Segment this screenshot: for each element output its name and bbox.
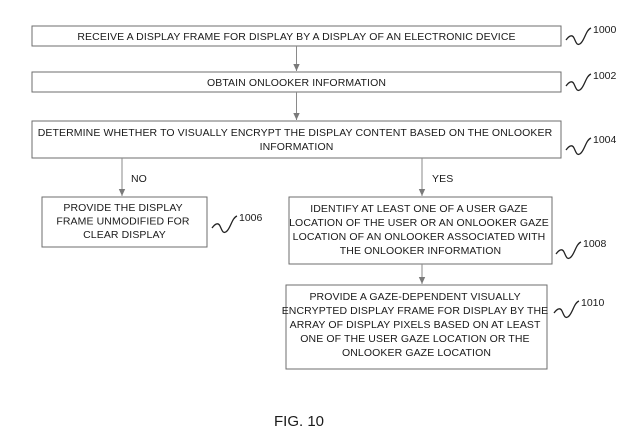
- ref-1000-leader: [565, 27, 592, 46]
- ref-1008: 1008: [555, 238, 607, 260]
- branch-no-label: NO: [131, 173, 147, 185]
- ref-1008-label: 1008: [583, 238, 607, 250]
- ref-1000-label: 1000: [593, 24, 617, 36]
- ref-1006-label: 1006: [239, 212, 263, 224]
- ref-1010-label: 1010: [581, 297, 605, 309]
- ref-1008-leader: [555, 241, 582, 260]
- ref-1006-leader: [211, 215, 238, 234]
- step-1002-text: OBTAIN ONLOOKER INFORMATION: [207, 77, 386, 89]
- ref-1004-leader: [565, 137, 592, 156]
- step-1010-box: [285, 284, 548, 370]
- branch-yes-label: YES: [432, 173, 453, 185]
- figure-label: FIG. 10: [274, 413, 324, 430]
- ref-1002-leader: [565, 73, 592, 92]
- ref-1010-leader: [553, 300, 580, 319]
- ref-1006: 1006: [211, 212, 263, 234]
- step-1006-box: [41, 196, 208, 248]
- ref-1010: 1010: [553, 297, 605, 319]
- step-1008-box: [288, 196, 553, 265]
- ref-1004-label: 1004: [593, 134, 617, 146]
- step-1006-text: PROVIDE THE DISPLAY FRAME UNMODIFIED FOR…: [56, 202, 192, 241]
- ref-1000: 1000: [565, 24, 617, 46]
- step-1004-text: DETERMINE WHETHER TO VISUALLY ENCRYPT TH…: [38, 127, 556, 153]
- step-1010: PROVIDE A GAZE-DEPENDENT VISUALLY ENCRYP…: [282, 284, 552, 370]
- step-1006: PROVIDE THE DISPLAY FRAME UNMODIFIED FOR…: [41, 196, 208, 248]
- step-1004-box: [31, 120, 562, 159]
- step-1000: RECEIVE A DISPLAY FRAME FOR DISPLAY BY A…: [31, 25, 562, 47]
- step-1000-text: RECEIVE A DISPLAY FRAME FOR DISPLAY BY A…: [77, 31, 515, 43]
- step-1004: DETERMINE WHETHER TO VISUALLY ENCRYPT TH…: [31, 120, 562, 159]
- step-1008-text: IDENTIFY AT LEAST ONE OF A USER GAZE LOC…: [289, 203, 552, 257]
- ref-1002: 1002: [565, 70, 617, 92]
- ref-1004: 1004: [565, 134, 617, 156]
- step-1010-text: PROVIDE A GAZE-DEPENDENT VISUALLY ENCRYP…: [282, 291, 552, 359]
- ref-1002-label: 1002: [593, 70, 617, 82]
- step-1008: IDENTIFY AT LEAST ONE OF A USER GAZE LOC…: [288, 196, 553, 265]
- step-1002: OBTAIN ONLOOKER INFORMATION: [31, 71, 562, 93]
